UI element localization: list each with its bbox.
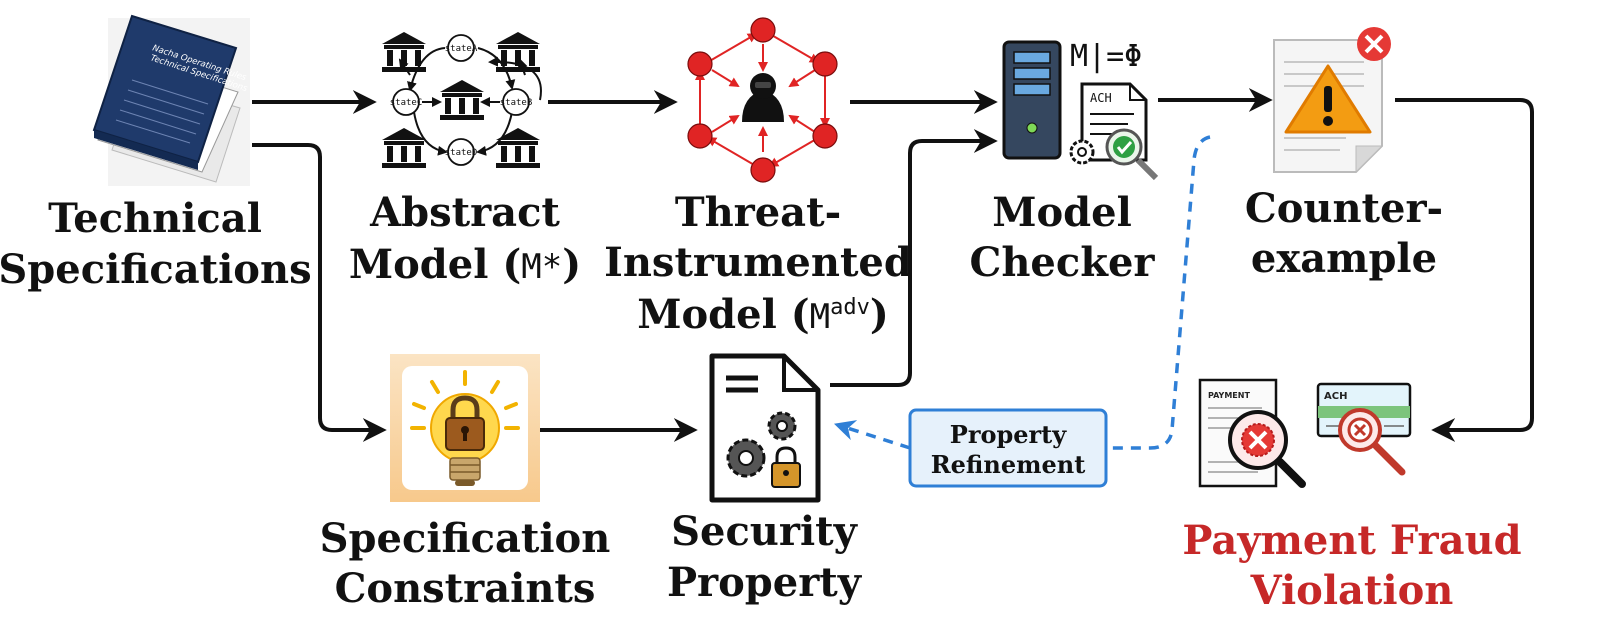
svg-text:Counter-: Counter- bbox=[1245, 185, 1443, 232]
svg-text:Property: Property bbox=[667, 559, 863, 606]
warning-document-icon bbox=[1273, 27, 1391, 174]
svg-text:Checker: Checker bbox=[970, 239, 1156, 286]
payment-document-icon: PAYMENT bbox=[1198, 378, 1306, 488]
property-refinement-line1: Property bbox=[950, 420, 1067, 449]
ach-check-icon: ACH bbox=[1316, 382, 1412, 476]
gear-icon bbox=[1069, 139, 1095, 165]
gear-icon-large bbox=[726, 438, 766, 478]
property-refinement-box: Property Refinement bbox=[908, 408, 1108, 488]
security-property-document-icon bbox=[709, 353, 821, 503]
svg-text:Security: Security bbox=[671, 508, 859, 555]
svg-text:Specifications: Specifications bbox=[0, 246, 312, 293]
bank-icon-bottom-left bbox=[382, 128, 426, 168]
svg-text:Model (M*): Model (M*) bbox=[349, 241, 581, 288]
threat-network-icon bbox=[687, 17, 838, 183]
arrow-refinement-to-property bbox=[833, 420, 911, 450]
svg-text:Model (Madv): Model (Madv) bbox=[637, 291, 889, 338]
svg-text:Technical: Technical bbox=[48, 195, 262, 242]
label-model-checker: Model Checker bbox=[970, 189, 1156, 286]
padlock-icon bbox=[445, 395, 485, 451]
label-technical-specifications: Technical Specifications bbox=[0, 195, 312, 293]
svg-text:Specification: Specification bbox=[320, 515, 611, 562]
svg-text:example: example bbox=[1251, 235, 1437, 282]
arrow-counterexample-to-violation bbox=[1395, 98, 1534, 442]
hacker-icon bbox=[742, 73, 784, 122]
padlock-icon-small bbox=[771, 446, 801, 488]
label-security-property: Security Property bbox=[667, 508, 863, 606]
magnifier-error-icon bbox=[1228, 410, 1306, 488]
error-badge-icon bbox=[1357, 27, 1391, 61]
label-specification-constraints: Specification Constraints bbox=[320, 515, 611, 612]
magnifier-error-icon-small bbox=[1338, 408, 1406, 476]
bank-icon-bottom-right bbox=[496, 128, 540, 168]
svg-text:Violation: Violation bbox=[1250, 567, 1454, 614]
svg-text:Threat-: Threat- bbox=[675, 189, 841, 236]
state-b-label: stateB bbox=[500, 98, 533, 108]
arrow-refinement-dashed bbox=[1108, 135, 1211, 450]
check-magnifier-icon bbox=[1105, 128, 1159, 181]
warning-triangle-icon bbox=[1284, 64, 1372, 134]
state-a-label: stateA bbox=[445, 44, 478, 54]
payment-doc-tag: PAYMENT bbox=[1208, 391, 1250, 400]
svg-text:Constraints: Constraints bbox=[335, 565, 596, 612]
lightbulb-lock-icon bbox=[390, 354, 540, 502]
book-icon: Nacha Operating Rules Technical Specific… bbox=[92, 14, 250, 186]
state-d-label: stateD bbox=[445, 148, 478, 158]
arrow-property-to-checker bbox=[830, 129, 998, 387]
flow-arrows bbox=[252, 88, 1534, 442]
label-payment-fraud-violation: Payment Fraud Violation bbox=[1182, 517, 1521, 614]
svg-text:Instrumented: Instrumented bbox=[604, 239, 912, 286]
label-threat-instrumented-model: Threat- Instrumented Model (Madv) bbox=[604, 189, 912, 338]
svg-text:Abstract: Abstract bbox=[369, 189, 560, 236]
svg-text:Payment Fraud: Payment Fraud bbox=[1182, 517, 1521, 564]
gear-icon-small bbox=[767, 411, 797, 441]
formula-label: M|=Φ bbox=[1070, 39, 1142, 74]
svg-text:Model: Model bbox=[992, 189, 1132, 236]
state-c-label: stateC bbox=[390, 98, 423, 108]
ach-check-tag: ACH bbox=[1324, 391, 1347, 402]
model-checker-icon: M|=Φ ACH bbox=[1002, 39, 1159, 181]
arrow-spec-to-constraints bbox=[252, 143, 387, 442]
label-abstract-model: Abstract Model (M*) bbox=[349, 189, 581, 288]
server-icon bbox=[1002, 40, 1062, 160]
ach-doc-tag: ACH bbox=[1090, 91, 1112, 105]
state-graph-icon: stateA stateB stateC stateD bbox=[382, 32, 542, 168]
bank-icon-center bbox=[440, 80, 484, 120]
property-refinement-line2: Refinement bbox=[931, 450, 1086, 479]
label-counterexample: Counter- example bbox=[1245, 185, 1443, 282]
book-text-lines bbox=[115, 79, 209, 144]
